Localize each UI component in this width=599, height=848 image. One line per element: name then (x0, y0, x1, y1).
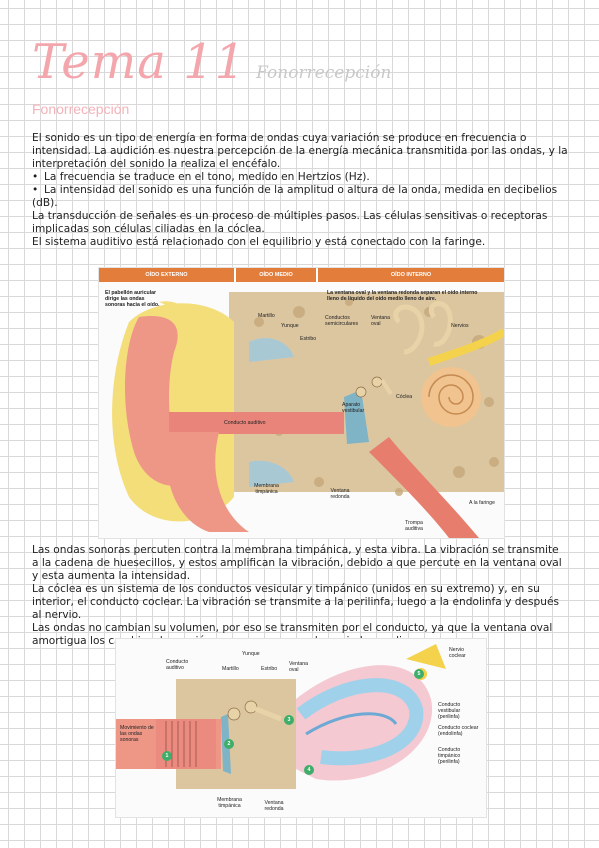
label-incus: Yunque (281, 323, 299, 329)
page-title: Tema 11 (32, 34, 247, 90)
label-round-window: Ventana redonda (330, 488, 350, 500)
label-auditory-canal: Conducto auditivo (166, 659, 189, 671)
step-marker: 1 (162, 751, 172, 761)
section-outer-ear: OÍDO EXTERNO (99, 268, 236, 282)
label-semicircular-canals: Conductos semicirculares (325, 315, 359, 327)
bullet-item: La intensidad del sonido es una función … (32, 184, 568, 210)
body-text: Las ondas sonoras percuten contra la mem… (32, 544, 568, 648)
label-tympanic-membrane: Membrana timpánica (254, 483, 279, 495)
label-vestibular-apparatus: Aparato vestibular (342, 402, 365, 414)
page-subtitle: Fonorrecepción (256, 63, 392, 83)
label-cochlea: Cóclea (396, 394, 413, 400)
ear-anatomy-illustration (112, 292, 504, 538)
step-marker: 4 (304, 765, 314, 775)
label-pinna: El pabellón auricular dirige las ondas s… (105, 290, 160, 308)
label-cochlear-duct: Conducto coclear (endolinfa) (438, 725, 479, 737)
intro-text: El sonido es un tipo de energía en forma… (32, 132, 568, 249)
cochlea-transmission-figure: Conducto auditivo Yunque Martillo Estrib… (115, 638, 487, 818)
label-oval-window: Ventana oval (371, 315, 391, 327)
figure-section-header: OÍDO EXTERNO OÍDO MEDIO OÍDO INTERNO (99, 268, 504, 282)
paragraph: Las ondas sonoras percuten contra la mem… (32, 544, 562, 582)
title-row: Tema 11 Fonorrecepción (32, 38, 391, 86)
paragraph: El sonido es un tipo de energía en forma… (32, 132, 568, 170)
label-auditory-tube: Trompa auditiva (405, 520, 423, 532)
label-windows-note: La ventana oval y la ventana redonda sep… (327, 290, 478, 302)
step-marker: 3 (284, 715, 294, 725)
label-vestibular-duct: Conducto vestibular (perilinfa) (438, 702, 461, 720)
label-tympanic-membrane: Membrana timpánica (217, 797, 242, 809)
label-stapes: Estribo (261, 666, 278, 672)
cochlea-transmission-illustration (116, 644, 446, 789)
label-cochlear-nerve: Nervio coclear (449, 647, 466, 659)
label-pharynx: A la faringe (469, 500, 495, 506)
label-incus: Yunque (242, 651, 260, 657)
section-middle-ear: OÍDO MEDIO (236, 268, 318, 282)
section-inner-ear: OÍDO INTERNO (318, 268, 504, 282)
label-round-window: Ventana redonda (264, 800, 284, 812)
paragraph: El sistema auditivo está relacionado con… (32, 236, 486, 248)
bullet-item: La frecuencia se traduce en el tono, med… (32, 171, 568, 184)
label-malleus: Martillo (258, 313, 275, 319)
label-auditory-canal: Conducto auditivo (224, 420, 266, 426)
paragraph: La cóclea es un sistema de los conductos… (32, 583, 560, 621)
label-oval-window: Ventana oval (289, 661, 309, 673)
label-tympanic-duct: Conducto timpánico (perilinfa) (438, 747, 461, 765)
paragraph: La transducción de señales es un proceso… (32, 210, 548, 235)
label-nerves: Nervios (451, 323, 469, 329)
ear-anatomy-figure: OÍDO EXTERNO OÍDO MEDIO OÍDO INTERNO El … (98, 267, 505, 539)
step-marker: 5 (414, 669, 424, 679)
section-heading: Fonorrecepción (32, 101, 130, 117)
label-stapes: Estribo (300, 336, 317, 342)
step-marker: 2 (224, 739, 234, 749)
label-malleus: Martillo (222, 666, 239, 672)
label-sound-movement: Movimiento de las ondas sonoras (120, 725, 154, 743)
